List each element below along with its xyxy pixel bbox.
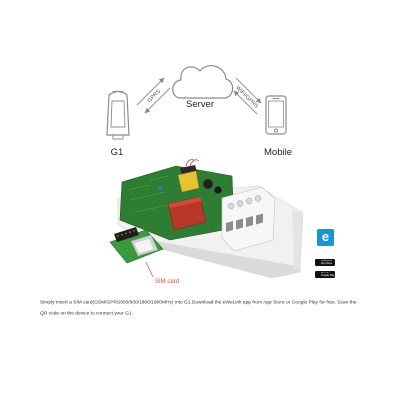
arrow-mobile-to-server bbox=[233, 90, 258, 115]
arrow-server-to-g1 bbox=[144, 87, 171, 114]
capacitor bbox=[213, 185, 223, 195]
header-pin bbox=[133, 230, 135, 232]
terminal-opening bbox=[236, 218, 243, 230]
capacitor bbox=[202, 178, 214, 190]
header-pin bbox=[125, 232, 127, 235]
g1-device-icon bbox=[106, 90, 130, 140]
header-pin bbox=[117, 235, 119, 237]
app-store-badge: Download on the App Store bbox=[315, 259, 335, 266]
sim-card bbox=[133, 238, 155, 254]
phone-screen bbox=[268, 100, 284, 128]
gprs-link-arrows bbox=[136, 77, 171, 114]
caption-line-1: Simply insert a SIM card(GSM/GPRS800/900… bbox=[40, 299, 357, 305]
google-play-badge-line2: Google Play bbox=[321, 273, 335, 277]
terminal-opening bbox=[226, 221, 233, 232]
g1-device-panel bbox=[110, 100, 126, 128]
terminal-screw bbox=[236, 200, 244, 207]
google-play-badge-text: GET IT ON Google Play bbox=[321, 272, 335, 277]
pcb-traces bbox=[127, 175, 169, 213]
header-pin bbox=[129, 231, 131, 233]
terminal-opening bbox=[256, 213, 263, 225]
g1-board-photo bbox=[109, 159, 304, 279]
enclosure-front-face bbox=[150, 240, 300, 278]
app-store-badge-text: Download on the App Store bbox=[321, 260, 332, 265]
app-store-badge-line2: App Store bbox=[321, 261, 333, 265]
g1-label: G1 bbox=[110, 147, 124, 158]
play-icon bbox=[316, 273, 320, 277]
header-pin bbox=[121, 234, 123, 236]
phone-body bbox=[265, 95, 287, 135]
terminal-screw bbox=[245, 197, 253, 205]
apple-icon bbox=[316, 261, 320, 265]
terminal-screw bbox=[227, 202, 235, 210]
phone-home-button bbox=[273, 128, 279, 133]
cloud-icon bbox=[172, 65, 234, 99]
google-play-badge: GET IT ON Google Play bbox=[315, 271, 335, 278]
g1-device-body bbox=[106, 90, 130, 136]
enclosure-end-face bbox=[292, 210, 303, 272]
google-play-badge-line1: GET IT ON bbox=[321, 271, 329, 274]
arrow-g1-to-server bbox=[136, 77, 165, 106]
g1-device-base bbox=[112, 134, 124, 140]
terminal-opening bbox=[246, 216, 253, 227]
ewelink-logo-letter: e bbox=[321, 229, 330, 244]
caption-line-2: QR code on the device to connect your G1… bbox=[40, 310, 133, 316]
terminal-screw bbox=[254, 195, 262, 202]
pin-header bbox=[114, 227, 139, 242]
sim-card-pointer bbox=[145, 261, 154, 278]
caption: Simply insert a SIM card(GSM/GPRS800/900… bbox=[40, 297, 357, 319]
smd-component bbox=[158, 186, 162, 190]
arrow-server-to-mobile bbox=[235, 77, 262, 104]
ewelink-logo: e bbox=[317, 229, 334, 246]
phone-icon bbox=[265, 95, 287, 135]
coil-wires bbox=[185, 159, 200, 167]
sim-card-label: SIM card bbox=[155, 277, 180, 285]
relay-top bbox=[168, 197, 202, 208]
wifi-gprs-link-arrows bbox=[233, 77, 262, 115]
app-store-badge-line1: Download on the bbox=[321, 259, 333, 262]
server-label: Server bbox=[186, 99, 214, 110]
transformer-coil bbox=[177, 170, 200, 193]
mobile-label: Mobile bbox=[264, 147, 292, 158]
